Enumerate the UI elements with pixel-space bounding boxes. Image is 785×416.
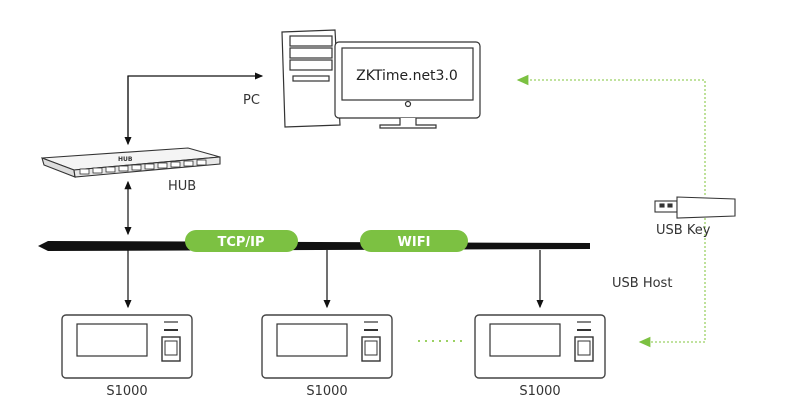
hub-label: HUB (168, 179, 196, 194)
pc-icon (281, 29, 481, 129)
device-screen (276, 323, 348, 357)
device-links (124, 250, 544, 309)
usb-to-pc-link (516, 74, 706, 195)
hub-logo: HUB (118, 156, 133, 163)
s1000-device: S1000 (61, 314, 193, 399)
device-screen (489, 323, 561, 357)
usb-to-device-link (638, 218, 706, 348)
network-bus (38, 241, 590, 251)
wifi-badge (360, 230, 468, 252)
pc-label: PC (243, 93, 260, 108)
usb-key-icon (654, 196, 736, 219)
usb-host-label: USB Host (612, 276, 672, 291)
wifi-label: WIFI (398, 235, 431, 250)
device-label: S1000 (519, 384, 560, 399)
usb-key-label: USB Key (656, 223, 711, 238)
tcpip-badge (185, 230, 298, 252)
device-label: S1000 (106, 384, 147, 399)
hub-icon (41, 147, 221, 178)
hub-to-pc-arrow (127, 72, 264, 138)
pc-screen-text: ZKTime.net3.0 (356, 68, 458, 84)
tcpip-label: TCP/IP (217, 235, 264, 250)
s1000-device: S1000 (474, 314, 606, 399)
device-screen (76, 323, 148, 357)
s1000-device: S1000 (261, 314, 393, 399)
device-label: S1000 (306, 384, 347, 399)
